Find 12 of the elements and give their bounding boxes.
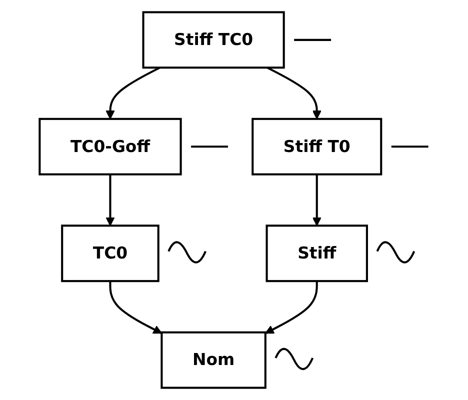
node-box: TC0-Goff: [38, 118, 182, 176]
arrow: [312, 174, 322, 226]
node-box: Nom: [160, 331, 266, 389]
node-box: TC0: [61, 224, 160, 282]
arrow: [266, 66, 322, 120]
arrow: [109, 281, 162, 334]
node-box: Stiff T0: [252, 118, 382, 176]
arrow: [106, 66, 160, 120]
node-box: Stiff: [266, 224, 368, 282]
node-box: Stiff TC0: [142, 11, 285, 69]
arrow: [106, 174, 115, 226]
arrow: [265, 281, 318, 334]
